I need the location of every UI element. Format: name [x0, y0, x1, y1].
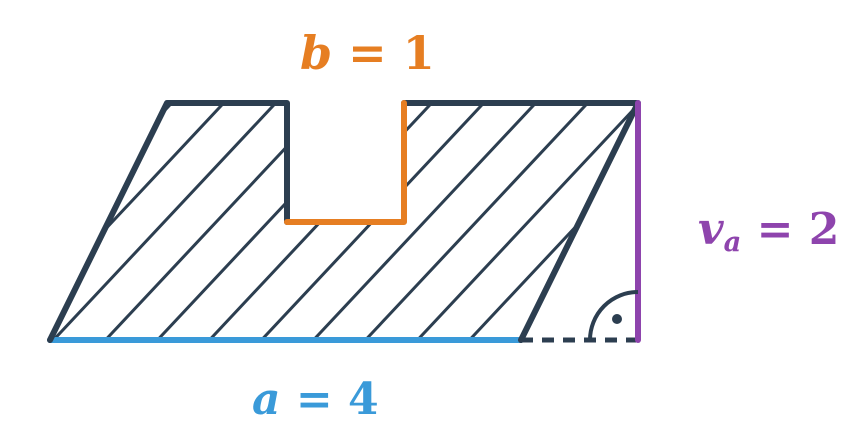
- hatch-line: [0, 60, 4, 380]
- side-b-line: [284, 100, 407, 225]
- label-a-var: a: [252, 374, 281, 425]
- label-b: b = 1: [300, 30, 435, 76]
- label-va-sub: a: [723, 225, 742, 258]
- label-a-value: 4: [348, 374, 379, 425]
- label-b-eq: =: [332, 26, 403, 80]
- label-va-eq: =: [741, 204, 809, 255]
- label-b-value: 1: [402, 26, 435, 80]
- hatch-line: [50, 103, 266, 340]
- hatch-line: [50, 103, 318, 340]
- label-a: a = 4: [252, 378, 379, 422]
- label-va: va = 2: [698, 208, 839, 256]
- hatch-line: [50, 103, 162, 340]
- label-a-eq: =: [280, 374, 349, 425]
- right-angle-dot: [612, 314, 622, 324]
- label-b-var: b: [300, 26, 333, 80]
- hatch-line: [274, 103, 578, 340]
- right-angle-marker: [588, 290, 639, 341]
- hatch-line: [848, 60, 863, 380]
- label-va-var: v: [698, 204, 724, 255]
- hatch-line: [50, 103, 58, 340]
- label-va-value: 2: [808, 204, 840, 255]
- hatch-line: [326, 103, 630, 340]
- shape-outline: [47, 100, 290, 343]
